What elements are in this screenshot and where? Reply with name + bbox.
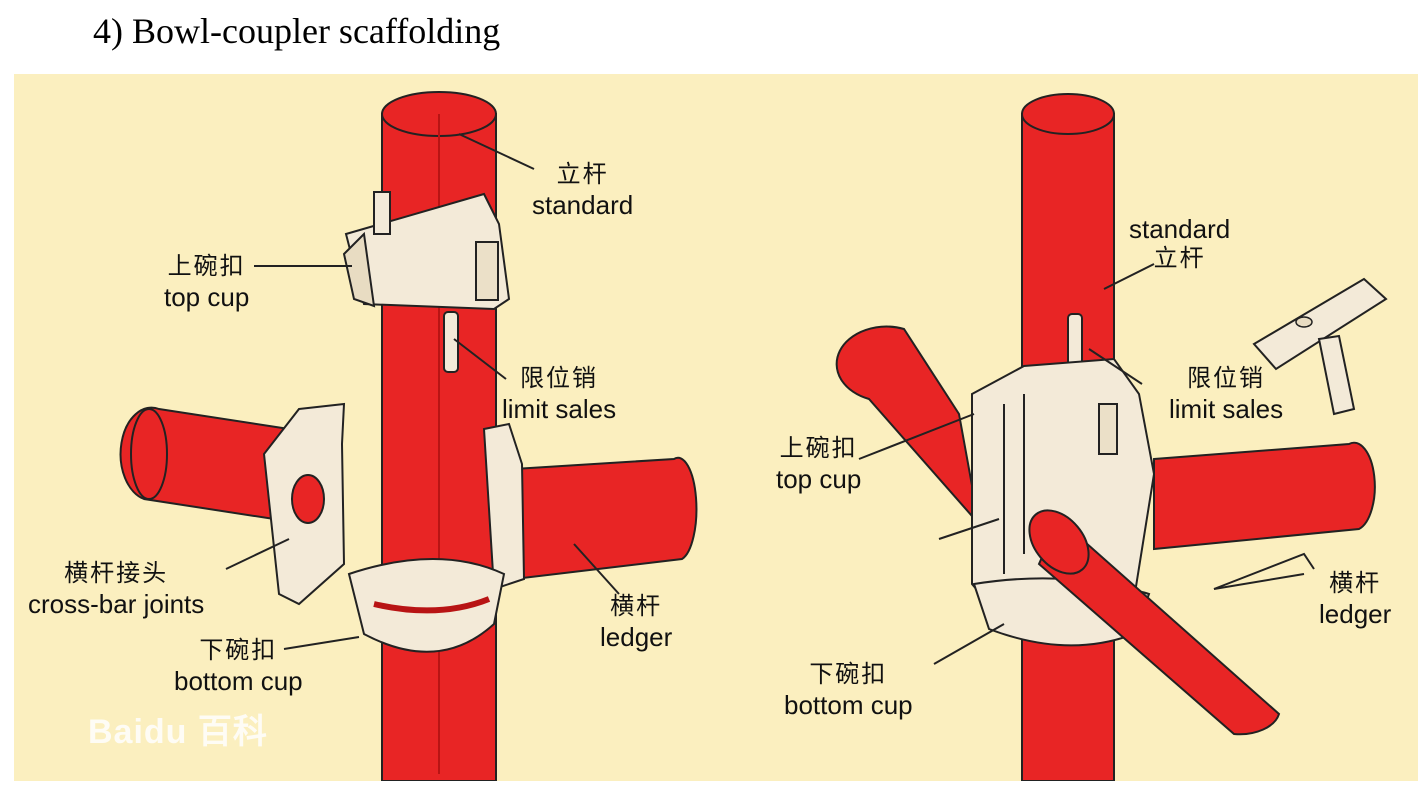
left-ledger-pipe-left	[119, 406, 291, 521]
left-label-cross-bar-joints: 横杆接头 cross-bar joints	[28, 560, 205, 619]
left-leader-lines	[225, 133, 620, 650]
right-label-top-cup: 上碗扣 top cup	[776, 435, 862, 494]
left-crossbar-joint-attached	[482, 422, 526, 591]
left-label-top-cup: 上碗扣 top cup	[164, 253, 250, 312]
left-top-cup	[342, 191, 511, 311]
scaffolding-illustration	[119, 91, 1388, 781]
left-limit-pin	[443, 311, 459, 373]
right-label-limit-pin: 限位销 limit sales	[1169, 365, 1284, 424]
right-label-standard: standard 立杆	[1129, 214, 1231, 272]
diagram-panel: 立杆 standard 上碗扣 top cup 限位销 limit sales …	[14, 74, 1418, 781]
page-title: 4) Bowl-coupler scaffolding	[93, 11, 501, 51]
hammer-icon	[1252, 277, 1388, 416]
left-label-limit-pin: 限位销 limit sales	[502, 365, 617, 424]
baidu-watermark: Baidu 百科	[88, 713, 268, 751]
left-bottom-cup	[347, 558, 506, 653]
right-ledger-pipe-back	[835, 325, 981, 528]
right-leader-lines	[858, 263, 1315, 665]
left-label-ledger: 横杆 ledger	[600, 593, 673, 652]
left-assembly	[119, 91, 698, 781]
left-label-standard: 立杆 standard	[532, 161, 634, 220]
right-assembly	[835, 93, 1388, 781]
right-ledger-pipe-front	[1028, 509, 1281, 736]
left-label-bottom-cup: 下碗扣 bottom cup	[174, 637, 303, 696]
left-ledger-pipe-right	[513, 456, 698, 581]
left-crossbar-joint	[262, 402, 346, 606]
right-ledger-pipe-right	[1153, 441, 1376, 551]
right-label-bottom-cup: 下碗扣 bottom cup	[784, 661, 913, 720]
right-label-ledger: 横杆 ledger	[1319, 570, 1392, 629]
